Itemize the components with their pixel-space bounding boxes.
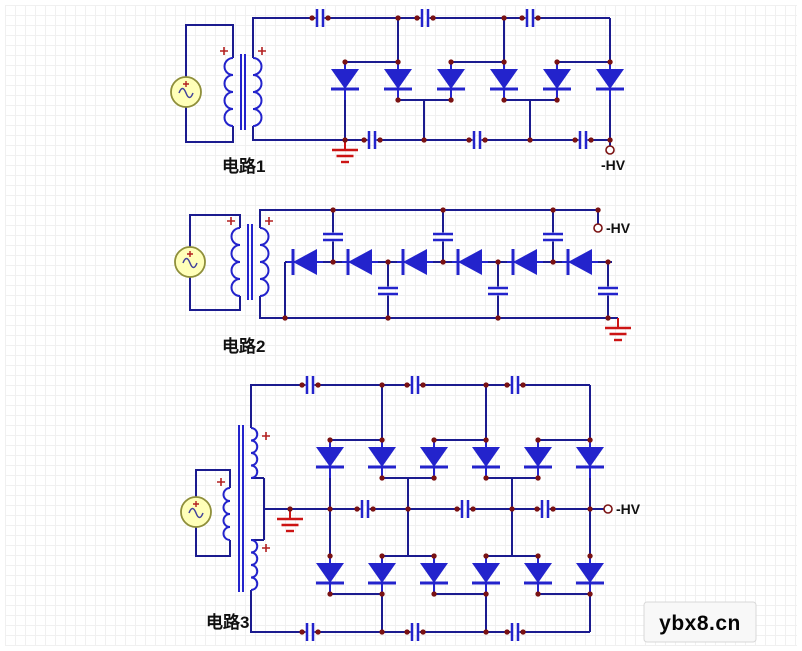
diode — [522, 554, 554, 596]
primary-winding — [223, 57, 234, 127]
secondary-winding-bottom — [250, 539, 259, 591]
diode — [435, 60, 467, 102]
capacitor — [459, 498, 471, 520]
diode — [382, 60, 414, 102]
circuit-3: -HV 电路3 — [180, 374, 641, 643]
capacitor — [304, 374, 316, 396]
capacitor — [471, 129, 483, 151]
wires — [185, 17, 611, 146]
primary-winding — [222, 487, 231, 541]
secondary-winding-top — [250, 427, 259, 479]
diode — [418, 554, 450, 596]
circuit-1-title: 电路1 — [222, 156, 265, 176]
ac-source-icon — [180, 496, 212, 528]
ground-icon — [603, 316, 633, 342]
capacitor — [321, 231, 345, 243]
watermark-box — [643, 601, 757, 643]
capacitor — [304, 621, 316, 643]
capacitor — [431, 231, 455, 243]
capacitor — [509, 621, 521, 643]
capacitor — [577, 129, 589, 151]
capacitor — [376, 285, 400, 297]
ground-icon — [330, 138, 360, 164]
capacitor — [366, 129, 378, 151]
hv-terminal — [605, 145, 615, 155]
watermark-badge: ybx8.cn — [643, 601, 757, 643]
diode — [488, 60, 520, 102]
capacitor — [409, 621, 421, 643]
circuit-2: -HV 电路2 — [174, 207, 633, 356]
capacitor — [486, 285, 510, 297]
capacitor — [596, 285, 620, 297]
capacitor — [314, 7, 326, 29]
transformer — [217, 425, 270, 592]
grid-background — [5, 5, 797, 646]
transformer — [220, 47, 266, 130]
capacitor — [541, 231, 565, 243]
diode — [366, 554, 398, 596]
diode — [594, 60, 626, 102]
core — [238, 425, 244, 592]
watermark-text: ybx8.cn — [659, 612, 741, 635]
polarity-plus-icon — [227, 217, 273, 225]
capacitor — [524, 7, 536, 29]
diode — [314, 554, 346, 596]
diode — [314, 438, 346, 480]
secondary-winding — [259, 227, 270, 297]
diode — [285, 247, 325, 277]
diode — [366, 438, 398, 480]
circuit-1: -HV 电路1 — [170, 7, 626, 176]
diode — [574, 554, 606, 596]
capacitor — [539, 498, 551, 520]
hv-terminal — [603, 504, 613, 514]
capacitor — [409, 374, 421, 396]
diode — [450, 247, 490, 277]
circuit-3-title: 电路3 — [206, 612, 249, 632]
diode — [574, 438, 606, 480]
primary-winding — [230, 227, 241, 297]
diode — [470, 554, 502, 596]
diode — [418, 438, 450, 480]
junction-dots — [309, 15, 613, 143]
polarity-plus-icon — [220, 47, 266, 55]
ac-source-icon — [174, 246, 206, 278]
junction-dots — [287, 382, 593, 635]
hv-output-label: -HV — [601, 157, 626, 173]
ground-icon — [275, 507, 305, 533]
diode — [395, 247, 435, 277]
core — [240, 54, 246, 130]
ac-source-icon — [170, 76, 202, 108]
diode — [505, 247, 545, 277]
junction-dots — [282, 207, 611, 321]
hv-output-label: -HV — [606, 220, 631, 236]
circuit-2-title: 电路2 — [222, 336, 265, 356]
capacitor — [419, 7, 431, 29]
diode — [470, 438, 502, 480]
hv-terminal — [593, 223, 603, 233]
capacitor — [359, 498, 371, 520]
transformer — [227, 217, 273, 300]
diode — [340, 247, 380, 277]
wires — [195, 384, 604, 633]
diode — [329, 60, 361, 102]
capacitor — [509, 374, 521, 396]
diode — [560, 247, 600, 277]
hv-output-label: -HV — [616, 501, 641, 517]
core — [247, 224, 253, 300]
polarity-plus-icon — [217, 432, 270, 552]
secondary-winding — [252, 57, 263, 127]
diode — [522, 438, 554, 480]
diode — [541, 60, 573, 102]
